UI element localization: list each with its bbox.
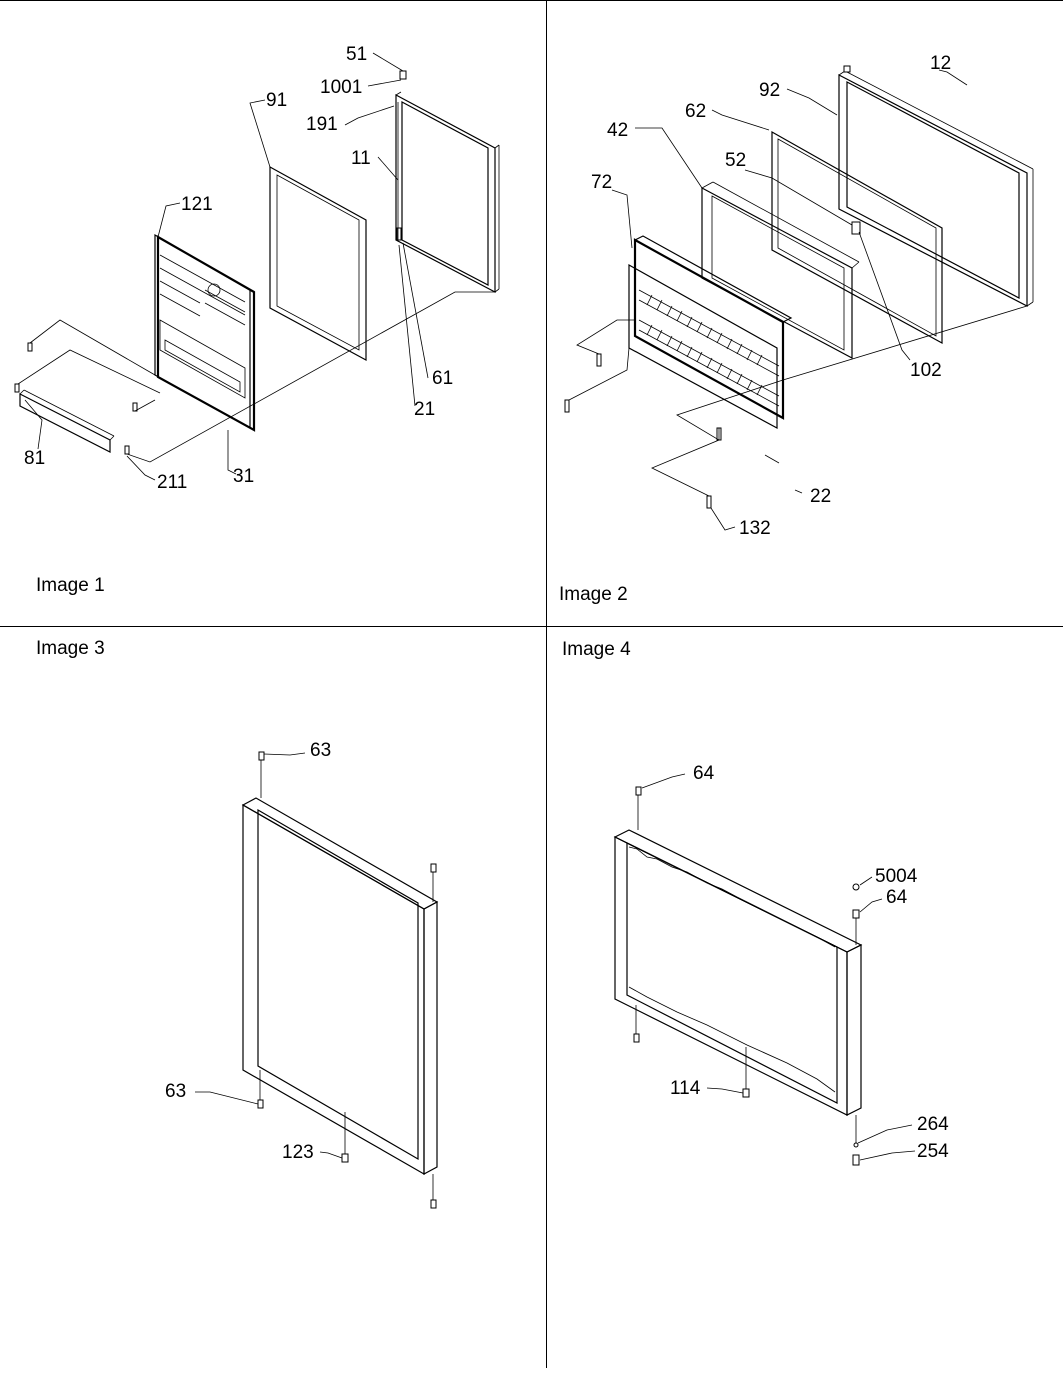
exploded-view-drawer-assembly: 92 12 62 42 52 72 102 22 132 [564, 53, 1034, 539]
callout-label: 72 [591, 172, 612, 193]
callout-label: 61 [432, 368, 453, 389]
leader-lines [611, 69, 968, 531]
callout-label: 132 [739, 518, 771, 539]
panel-image-1: 51 1001 91 191 11 121 61 21 81 211 31 Im… [0, 0, 546, 626]
callout-label: 51 [346, 44, 367, 65]
panel-caption: Image 4 [562, 639, 631, 660]
exploded-view-door-assembly: 51 1001 91 191 11 121 61 21 81 211 31 [14, 44, 500, 493]
cabinet-frame-part [613, 829, 863, 1116]
callout-label: 1001 [320, 77, 362, 98]
vertical-divider [546, 0, 547, 1368]
hardware-screws [633, 786, 860, 1166]
callout-label: 31 [233, 466, 254, 487]
panel-image-2: 92 12 62 42 52 72 102 22 132 Image 2 [547, 0, 1063, 626]
assembly-guide-lines [17, 102, 495, 463]
callout-label: 63 [165, 1081, 186, 1102]
panel-caption: Image 3 [36, 638, 105, 659]
gasket-frame-part [771, 130, 943, 345]
leader-lines [641, 773, 916, 1161]
callout-label: 64 [693, 763, 715, 784]
door-liner-part [154, 233, 256, 432]
assembly-guide-lines [568, 305, 1028, 497]
callout-label: 114 [670, 1078, 701, 1099]
callout-label: 5004 [875, 866, 918, 887]
panel-image-3: Image 3 [0, 627, 546, 1368]
callout-label: 92 [759, 80, 780, 101]
callout-label: 21 [414, 399, 435, 420]
callout-label: 121 [181, 194, 213, 215]
callout-label: 102 [910, 360, 942, 381]
panel-caption: Image 2 [559, 584, 628, 605]
callout-label: 22 [810, 486, 831, 507]
door-panel-part [395, 91, 500, 293]
drawer-front-part [628, 235, 793, 430]
hardware-screws [14, 70, 407, 455]
handle-part [19, 389, 115, 453]
leader-lines [195, 752, 343, 1159]
callout-label: 42 [607, 120, 628, 141]
callout-label: 12 [930, 53, 951, 74]
callout-label: 123 [282, 1142, 314, 1163]
cabinet-frame-part [241, 797, 439, 1176]
horizontal-divider [0, 626, 1063, 627]
leader-lines [24, 52, 429, 481]
callout-label: 211 [157, 472, 187, 493]
callout-label: 62 [685, 101, 706, 122]
top-border-line [0, 0, 1063, 1]
cabinet-frame-drawing: 63 63 123 [165, 740, 439, 1209]
callout-label: 11 [351, 148, 371, 169]
panel-image-4: Image 4 [547, 627, 1063, 1368]
liner-frame-part [701, 181, 860, 359]
callout-label: 254 [917, 1141, 949, 1162]
gasket-part [269, 165, 367, 362]
callout-label: 63 [310, 740, 331, 761]
callout-label: 52 [725, 150, 746, 171]
hardware-screws [257, 751, 437, 1209]
callout-label: 264 [917, 1114, 949, 1135]
callout-label: 64 [886, 887, 908, 908]
callout-label: 191 [306, 114, 338, 135]
callout-label: 91 [266, 90, 287, 111]
panel-caption: Image 1 [36, 575, 105, 596]
callout-label: 81 [24, 448, 45, 469]
cabinet-frame-drawing: 64 5004 64 114 264 254 [613, 763, 949, 1166]
